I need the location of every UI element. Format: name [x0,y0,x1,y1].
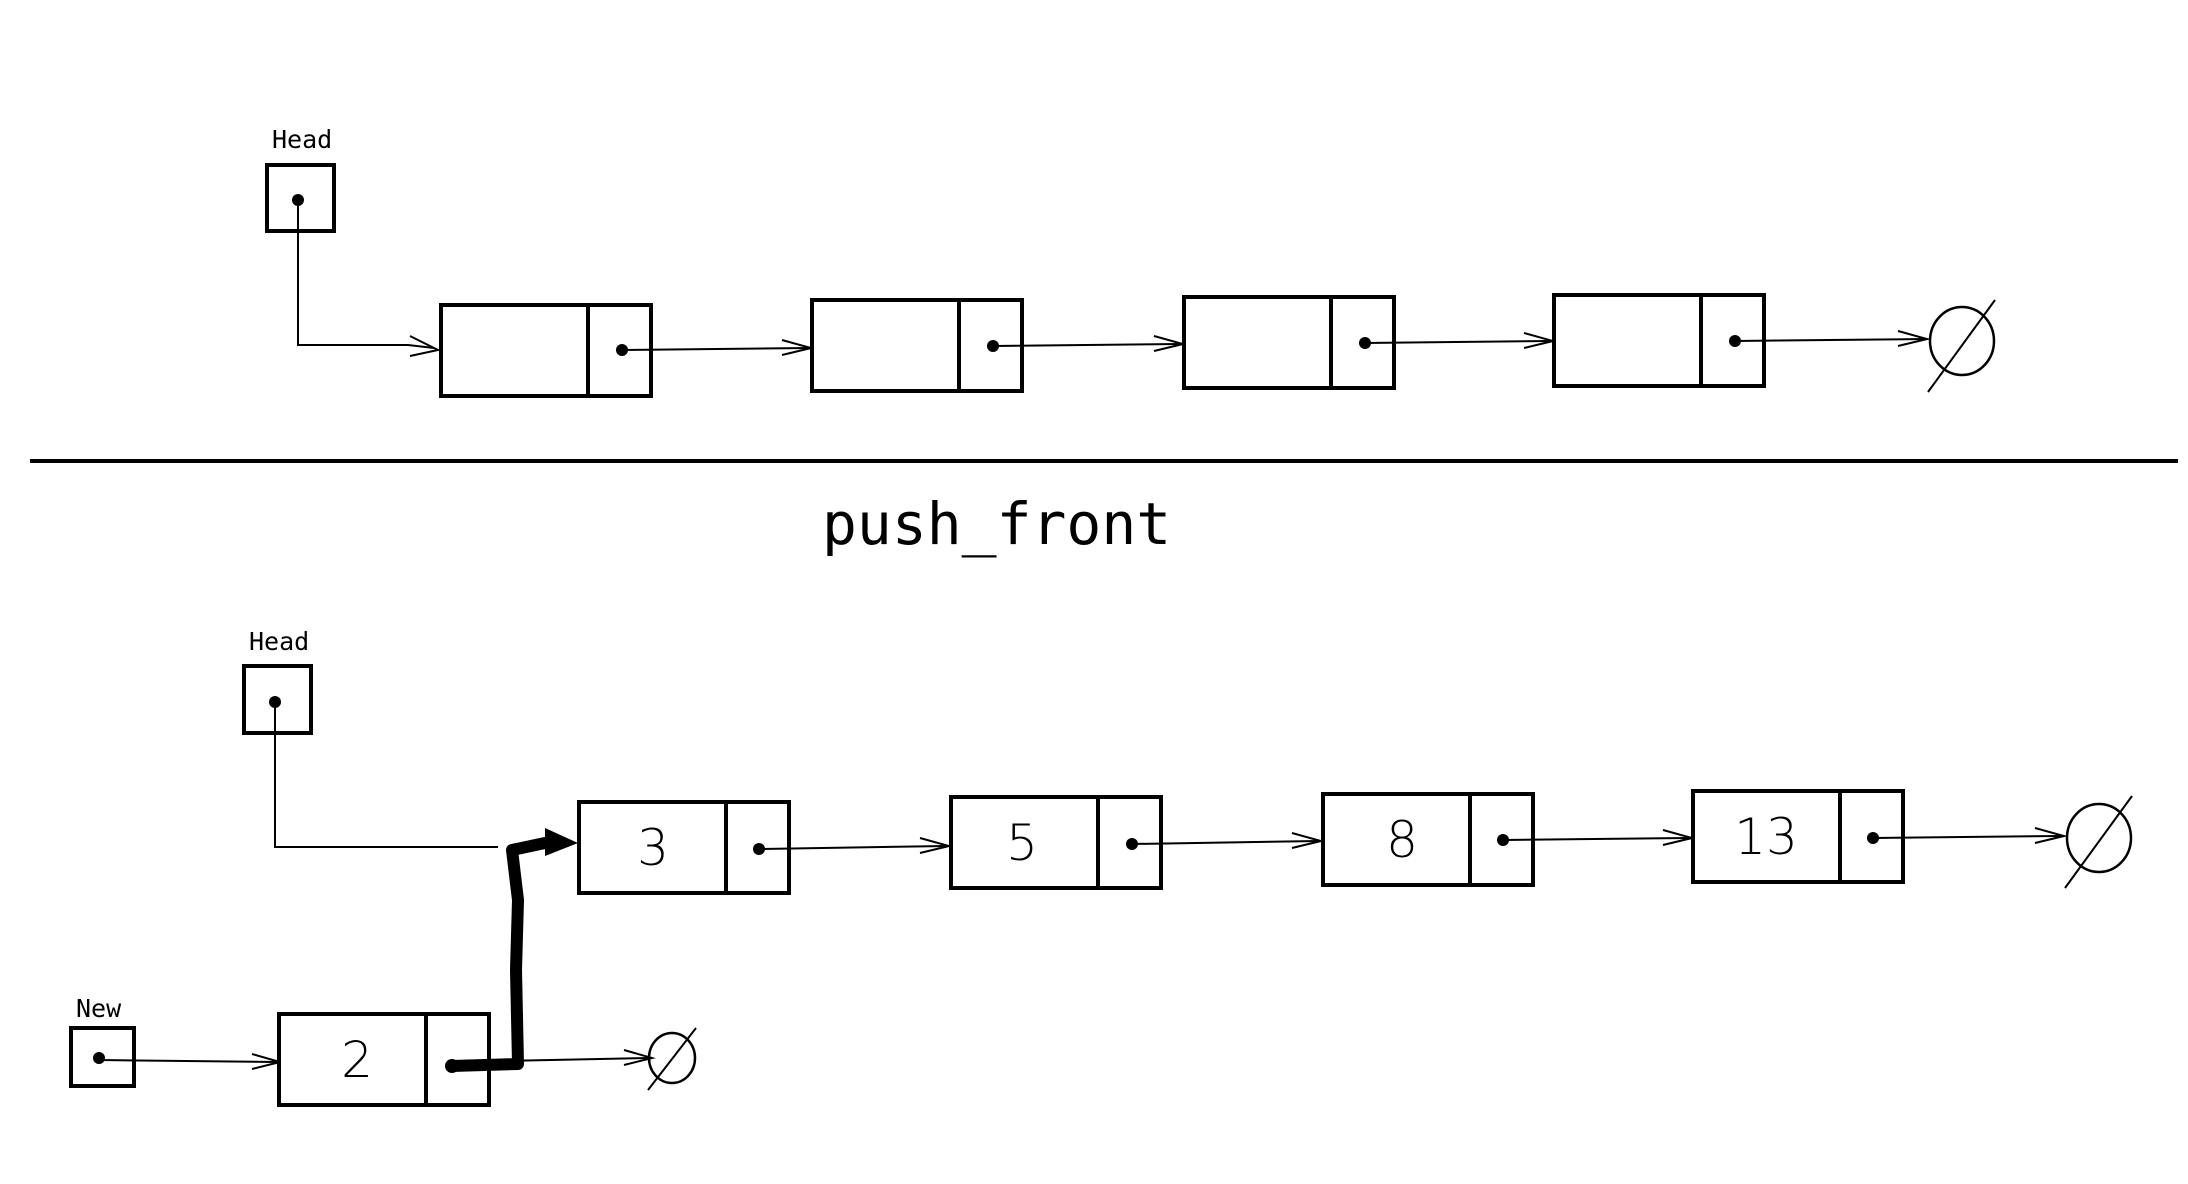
bottom-node-3: 8 [1321,792,1696,887]
bottom-node-2: 5 [949,795,1325,890]
top-node-2 [810,298,1187,393]
top-diagram: Head [265,125,1996,398]
bottom-node-2-box [949,795,1163,890]
top-node-1-next-arrow [621,347,809,351]
top-null-circle [1928,305,1996,377]
bottom-head-arrow [274,702,498,848]
bottom-node-1-next-arrow [758,845,947,850]
new-node-link-arrow [446,837,551,1072]
new-label: New [76,994,122,1023]
bottom-node-1-value: 3 [637,819,669,877]
bottom-null-slash [2064,795,2133,889]
new-null-icon [647,1027,697,1091]
new-node-old-next-arrowhead [623,1049,656,1066]
bottom-node-4-arrowhead [2034,827,2068,844]
top-head-label: Head [272,125,332,154]
bottom-node-4-next-arrow [1872,835,2062,839]
top-node-1 [439,303,815,398]
new-node-box [277,1012,491,1107]
bottom-node-2-value: 5 [1006,814,1038,872]
new-null-slash [647,1027,697,1091]
bottom-node-2-next-arrow [1131,840,1319,845]
diagram-title: push_front [822,490,1171,558]
new-null-circle [647,1031,697,1085]
top-node-4-next-arrow [1734,338,1925,342]
top-head-pointer-box [265,163,336,233]
top-node-4-arrowhead [1897,330,1931,347]
bottom-null-icon [2064,795,2133,889]
new-pointer-dot [93,1052,105,1064]
bottom-node-3-next-arrow [1502,837,1690,841]
bottom-node-3-value: 8 [1386,811,1418,869]
new-node-value: 2 [341,1031,373,1089]
top-node-4-box [1552,293,1766,388]
top-node-4 [1552,293,1931,388]
top-node-1-box [439,303,653,398]
new-node: 2 [277,1012,656,1107]
top-node-3 [1182,295,1557,390]
bottom-null-circle [2065,802,2133,874]
new-pointer-arrow [98,1059,277,1063]
bottom-node-1: 3 [577,800,953,895]
bottom-node-4-value: 13 [1734,808,1798,866]
top-node-2-box [810,298,1024,393]
bottom-node-4: 13 [1691,789,2068,884]
top-node-2-next-arrow [992,343,1181,347]
top-head-arrowhead [409,335,441,357]
top-node-3-next-arrow [1364,340,1551,344]
top-null-slash [1927,299,1996,393]
top-head-arrow [297,200,435,349]
bottom-head-label: Head [249,627,309,656]
bottom-diagram: Head New 2 3 [69,627,2133,1107]
top-null-icon [1927,299,1996,393]
top-node-3-box [1182,295,1396,390]
new-node-link-arrowhead [545,828,578,856]
